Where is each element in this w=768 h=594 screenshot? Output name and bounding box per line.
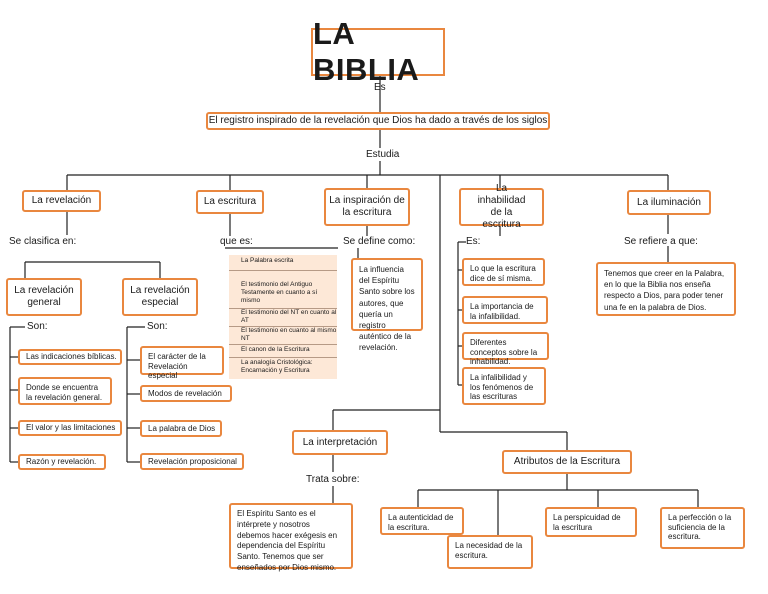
especial-item: El carácter de la Revelación especial <box>140 346 224 380</box>
label-es: Es: <box>466 236 481 247</box>
inhabilidad-item: La importancia de la infalibilidad. <box>462 296 548 324</box>
inhabilidad-item: Lo que la escritura dice de sí misma. <box>462 258 545 286</box>
escritura-item: La Palabra escrita <box>229 257 337 271</box>
especial-item: La palabra de Dios <box>140 420 222 437</box>
especial-item: Modos de revelación <box>140 385 232 402</box>
general-item: Donde se encuentra la revelación general… <box>18 377 112 405</box>
label-que-es: que es: <box>220 236 253 247</box>
label-se-define: Se define como: <box>343 236 416 247</box>
general-item: Razón y revelación. <box>18 454 106 470</box>
connector-es: Es <box>374 82 386 93</box>
topic-iluminacion: La iluminación <box>627 190 711 215</box>
topic-escritura: La escritura <box>196 190 264 214</box>
general-item: Las indicaciones bíblicas. <box>18 349 122 365</box>
atributo-item: La perspicuidad de la escritura <box>545 507 637 537</box>
label-se-refiere: Se refiere a que: <box>624 236 698 247</box>
inhabilidad-item: La infalibilidad y los fenómenos de las … <box>462 367 546 405</box>
general-item: El valor y las limitaciones <box>18 420 122 436</box>
revelacion-especial-box: La revelación especial <box>122 278 198 316</box>
definition-box: El registro inspirado de la revelación q… <box>206 112 550 130</box>
especial-item: Revelación proposicional <box>140 453 244 470</box>
escritura-item: El testimonio del Antiguo Testamente en … <box>229 281 337 309</box>
iluminacion-text: Tenemos que creer en la Palabra, en lo q… <box>596 262 736 316</box>
topic-inspiracion: La inspiración de la escritura <box>324 188 410 226</box>
interpretacion-box: La interpretación <box>292 430 388 455</box>
atributos-box: Atributos de la Escritura <box>502 450 632 474</box>
label-se-clasifica: Se clasifica en: <box>9 236 77 247</box>
page-title: LA BIBLIA <box>311 16 445 87</box>
label-son-general: Son: <box>27 321 48 332</box>
atributo-item: La perfección o la suficiencia de la esc… <box>660 507 745 549</box>
inspiracion-text: La influencia del Espíritu Santo sobre l… <box>351 258 423 352</box>
escritura-item: El canon de la Escritura <box>229 346 337 358</box>
topic-revelacion: La revelación <box>22 190 101 212</box>
atributo-item: La autenticidad de la escritura. <box>380 507 464 535</box>
escritura-list: La Palabra escrita El testimonio del Ant… <box>229 255 337 379</box>
inhabilidad-item: Diferentes conceptos sobre la inhabilida… <box>462 332 549 366</box>
escritura-item: El testimonio en cuanto al mismo NT <box>229 327 337 345</box>
escritura-item: La analogía Cristológica: Encarnación y … <box>241 359 313 375</box>
revelacion-general-box: La revelación general <box>6 278 82 316</box>
label-son-especial: Son: <box>147 321 168 332</box>
connector-estudia: Estudia <box>366 149 400 160</box>
interpretacion-text: El Espíritu Santo es el intérprete y nos… <box>229 503 353 572</box>
topic-inhabilidad: La inhabilidad de la escritura <box>459 183 544 230</box>
escritura-item: El testimonio del NT en cuanto al AT <box>229 309 337 327</box>
atributo-item: La necesidad de la escritura. <box>447 535 533 569</box>
label-trata-sobre: Trata sobre: <box>306 474 360 485</box>
